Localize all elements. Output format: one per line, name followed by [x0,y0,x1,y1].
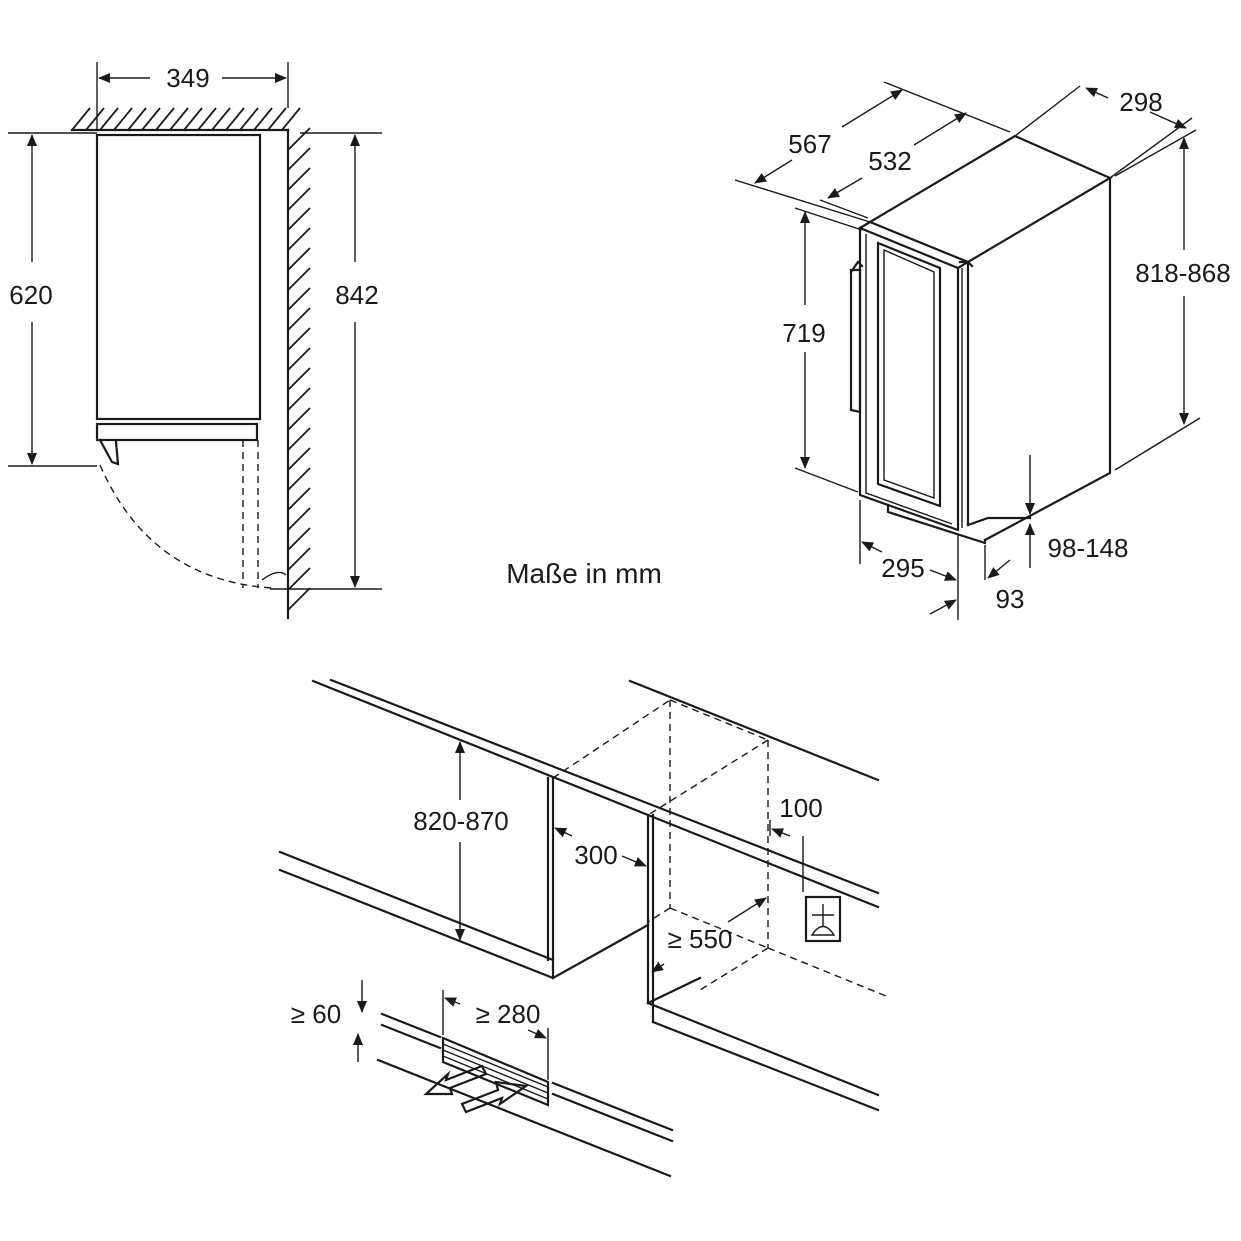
left-cabinet-floor [551,923,650,980]
door-glass [876,241,942,508]
door-top [857,220,971,270]
dim-depth-body-label: 532 [868,146,911,176]
dim-door-height-label: 719 [782,318,825,348]
appliance-body [95,133,262,421]
ventilation-grille [441,1036,550,1107]
dim-arrow [754,159,793,184]
dim-arrow [727,897,767,923]
power-socket-icon [804,895,842,943]
dim-door-width-label: 295 [881,553,924,583]
door-handle [849,268,862,414]
dim-arrow [929,599,957,615]
airflow-in-arrow-icon [460,1080,529,1114]
door-front [858,226,960,532]
dim-arrow [527,1028,547,1039]
dim-arrow [987,559,1011,579]
plinth-top [966,516,1032,527]
dim-plinth-depth-label: 93 [996,584,1025,614]
right-cabinet-plinth [651,1020,880,1112]
worktop-front-edge [311,679,880,909]
niche-dashed [552,699,671,779]
plinth-line [551,1081,674,1132]
door-handle-top [849,260,864,274]
dim-door-height-label: 620 [9,280,52,310]
dim-niche-depth-label: ≥ 550 [668,924,733,954]
left-cabinet-base [278,850,555,962]
ext-line [794,467,859,493]
iso-view: 567 532 298 818-868 719 295 93 [734,81,1231,620]
dim-arrow [929,569,957,581]
niche-dashed [669,907,769,949]
dim-arrow [1149,111,1187,129]
door-swing-hinge [261,571,287,581]
right-cabinet-floor [646,976,702,1005]
ext-line [1114,417,1201,471]
side-view: 349 620 842 [8,62,382,620]
niche-dashed [647,739,769,816]
ext-line [1109,117,1193,179]
dim-total-height-label: 842 [335,280,378,310]
dim-arrow [554,827,573,838]
dim-plinth-range-label: 98-148 [1048,533,1129,563]
cabinet-side [983,176,1112,542]
ext-line [883,81,1011,133]
plinth-line [380,1023,442,1050]
dim-width-label: 298 [1119,87,1162,117]
dim-arrow [861,541,883,553]
units-caption: Maße in mm [506,558,662,589]
niche-dashed [767,947,887,997]
wall-hatching [287,127,311,611]
dim-arrow [1085,87,1109,99]
cabinet-top [868,134,1113,264]
dim-niche-width-label: 300 [574,840,617,870]
dim-width-label: 349 [166,63,209,93]
airflow-out-arrow-icon [423,1064,488,1096]
right-cabinet-base [646,1001,880,1097]
worktop-top-edge [329,678,880,895]
dim-side-gap-label: 100 [779,793,822,823]
dim-arrow [771,828,791,838]
dim-arrow [827,177,863,199]
dim-vent-height-label: ≥ 60 [291,999,341,1029]
plinth-front [886,503,987,545]
power-socket-symbol [810,925,836,936]
dim-arrow [444,997,461,1007]
plinth-line [551,1092,674,1143]
dim-niche-height-label: 820-870 [413,806,508,836]
ext-line [1014,85,1081,137]
door-handle [98,438,120,466]
ventilation-grille-slats [442,1043,549,1100]
niche-dashed [669,699,769,741]
floor-line [376,1058,672,1178]
left-cabinet-plinth [278,868,555,980]
plinth-line [380,1012,442,1039]
door-glass-inner [883,248,935,499]
dim-arrow [621,855,647,867]
worktop-back-edge [628,679,880,782]
niche-dashed [647,907,671,923]
dim-arrow [913,112,967,146]
dim-arrow [651,961,665,973]
door-frame [865,234,953,525]
niche-dashed [699,947,769,991]
niche-view: 820-870 300 100 ≥ 550 ≥ 60 [278,678,887,1178]
dim-height-range-label: 818-868 [1135,258,1230,288]
door-swing-arc [99,464,273,589]
ext-line [819,199,869,219]
ceiling-hatching [71,107,301,131]
dim-vent-width-label: ≥ 280 [476,999,541,1029]
dim-arrow [841,89,903,128]
dim-depth-total-label: 567 [788,129,831,159]
door-base [95,422,259,442]
ext-line [734,179,871,223]
